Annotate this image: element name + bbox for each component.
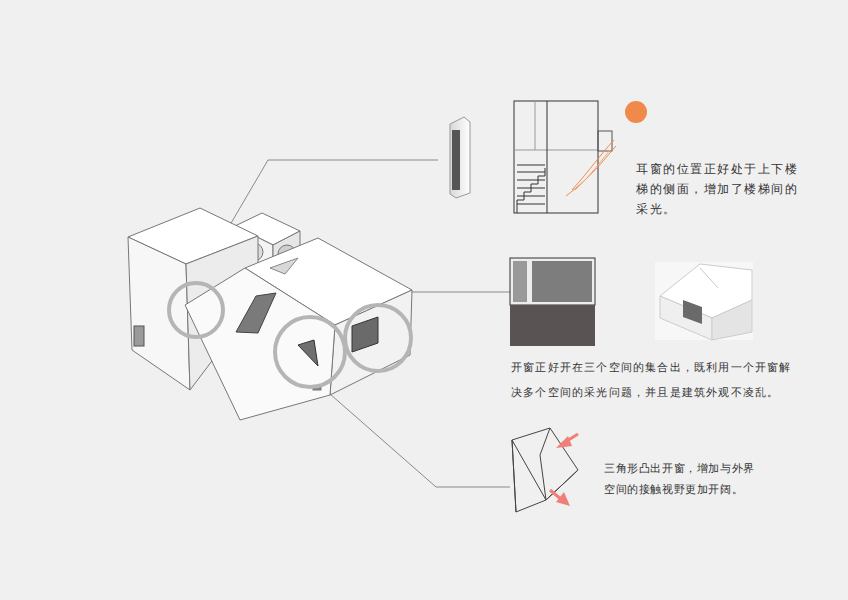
highlight-circle: [169, 283, 223, 337]
highlight-circle: [345, 305, 411, 371]
room-render: [655, 262, 753, 340]
highlight-circle: [275, 317, 345, 387]
triangle-window: [512, 428, 578, 512]
ear-window-icon: [450, 117, 470, 198]
sun-dot: [625, 101, 647, 123]
window-elevation: [510, 258, 595, 346]
annotation-text: 三角形凸出开窗，增加与外界空间的接触视野更加开阔。: [604, 458, 760, 500]
leader-line: [412, 292, 510, 293]
annotation-text: 耳窗的位置正好处于上下楼梯的侧面，增加了楼梯间的采光。: [636, 159, 808, 219]
annotation-text: 开窗正好开在三个空间的集合出，既利用一个开窗解决多个空间的采光问题，并且是建筑外…: [511, 355, 801, 405]
stair-section: [514, 101, 616, 213]
leader-line: [322, 387, 510, 487]
right-block: [185, 238, 412, 420]
arrow: [550, 434, 578, 506]
